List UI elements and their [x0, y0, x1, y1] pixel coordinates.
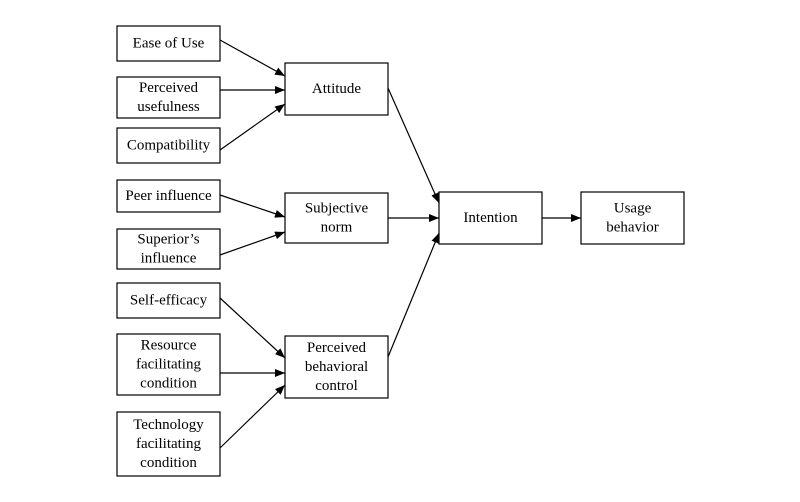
node-technology-facilitating-label-line: condition: [140, 455, 197, 471]
node-superiors-influence-label-line: Superior’s: [137, 232, 199, 248]
node-technology-facilitating: Technology facilitating condition: [116, 411, 221, 477]
node-resource-facilitating: Resource facilitating condition: [116, 333, 221, 396]
node-intention: Intention: [438, 191, 543, 245]
node-technology-facilitating-label-line: Technology: [133, 417, 204, 433]
node-technology-facilitating-label-line: facilitating: [136, 436, 201, 452]
node-resource-facilitating-label-line: condition: [140, 376, 197, 392]
arrow-self-efficacy-to-perceived-behavioral-control: [219, 297, 286, 359]
node-resource-facilitating-label-line: facilitating: [136, 357, 201, 373]
node-ease-of-use-label-line: Ease of Use: [133, 36, 205, 52]
node-attitude: Attitude: [284, 62, 389, 116]
node-peer-influence: Peer influence: [116, 179, 221, 213]
node-intention-label-line: Intention: [463, 210, 518, 226]
node-perceived-behavioral-control: Perceived behavioral control: [284, 335, 389, 399]
arrow-ease-of-use-to-attitude: [219, 39, 286, 77]
arrow-compatibility-to-attitude: [219, 103, 286, 151]
node-usage-behavior: Usage behavior: [580, 191, 685, 245]
edges-layer: [219, 39, 581, 449]
node-perceived-behavioral-control-label-line: Perceived: [307, 340, 367, 356]
arrow-technology-facilitating-to-perceived-behavioral-control: [219, 384, 286, 449]
node-subjective-norm-label-line: norm: [321, 220, 353, 236]
node-usage-behavior-label-line: Usage: [614, 201, 652, 217]
arrow-attitude-to-intention: [387, 87, 440, 204]
node-perceived-usefulness-label-line: Perceived: [139, 80, 199, 96]
node-superiors-influence: Superior’s influence: [116, 228, 221, 270]
node-subjective-norm: Subjective norm: [284, 192, 389, 244]
node-resource-facilitating-label-line: Resource: [141, 338, 197, 354]
node-perceived-behavioral-control-label-line: behavioral: [305, 359, 368, 375]
node-compatibility: Compatibility: [116, 127, 221, 164]
node-peer-influence-label-line: Peer influence: [125, 188, 212, 204]
arrow-perceived-behavioral-control-to-intention: [387, 232, 440, 358]
node-perceived-behavioral-control-label-line: control: [315, 378, 358, 394]
node-self-efficacy: Self-efficacy: [116, 282, 221, 319]
node-self-efficacy-label-line: Self-efficacy: [130, 293, 208, 309]
node-subjective-norm-label-line: Subjective: [305, 201, 369, 217]
arrow-superiors-influence-to-subjective-norm: [219, 231, 286, 256]
node-ease-of-use: Ease of Use: [116, 25, 221, 62]
node-perceived-usefulness-label-line: usefulness: [137, 99, 200, 115]
node-attitude-label-line: Attitude: [312, 81, 362, 97]
node-usage-behavior-label-line: behavior: [606, 220, 658, 236]
node-compatibility-label-line: Compatibility: [127, 138, 211, 154]
node-superiors-influence-label-line: influence: [141, 251, 197, 267]
node-perceived-usefulness: Perceived usefulness: [116, 76, 221, 119]
arrow-peer-influence-to-subjective-norm: [219, 194, 286, 218]
